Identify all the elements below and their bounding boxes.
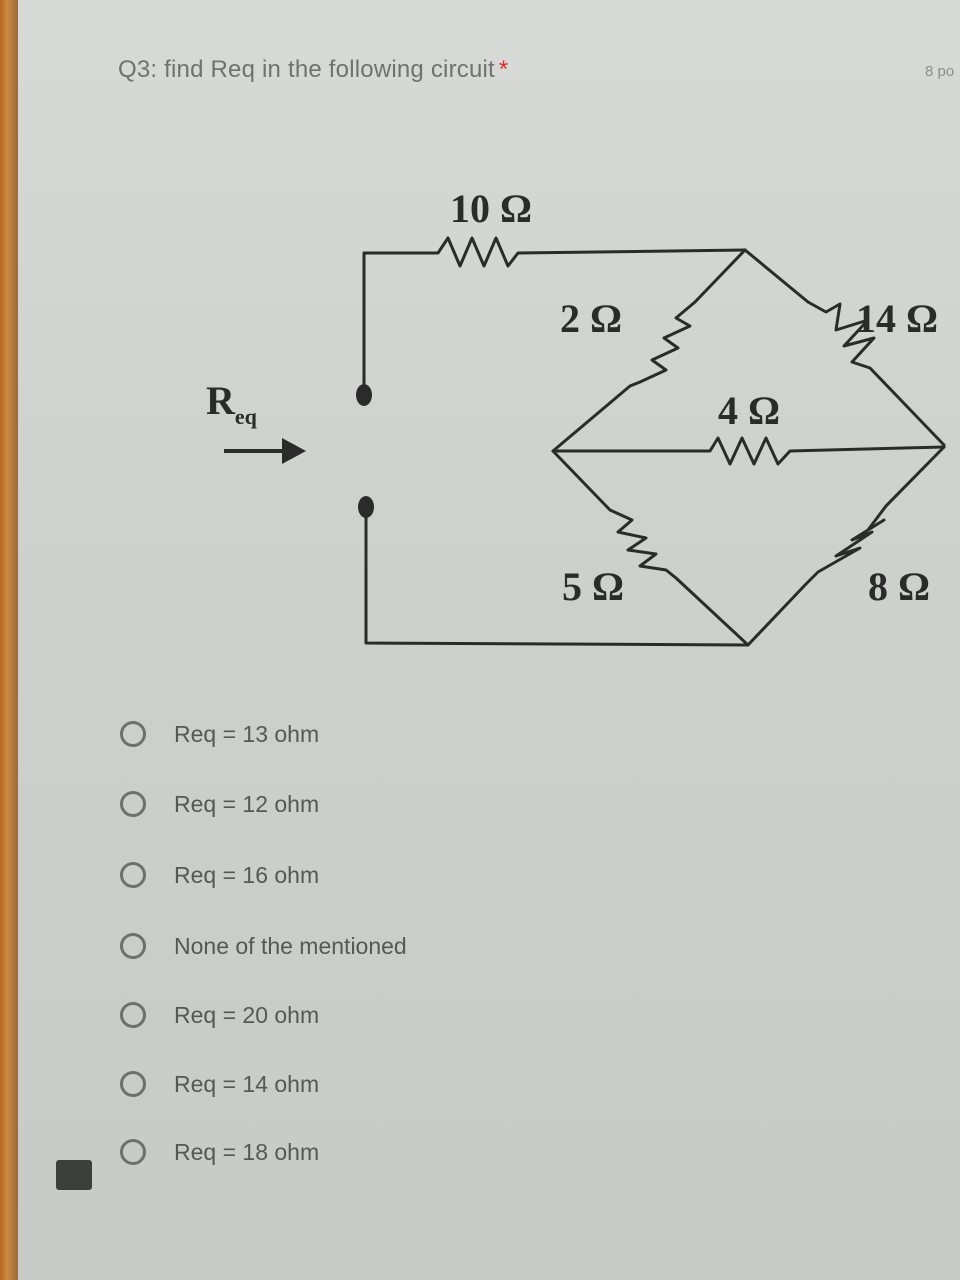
side-tab [56,1160,92,1190]
label-5-ohm: 5 Ω [562,564,624,609]
circuit-diagram: Req 10 Ω 2 Ω 14 Ω 4 Ω 5 Ω 8 Ω [206,186,946,647]
radio-button[interactable] [120,791,146,817]
radio-button[interactable] [120,862,146,888]
option-14-ohm[interactable]: Req = 14 ohm [120,1064,319,1104]
radio-button[interactable] [120,1071,146,1097]
label-10-ohm: 10 Ω [450,186,532,231]
branch-14-ohm [743,248,946,447]
label-8-ohm: 8 Ω [868,564,930,609]
points-label: 8 po [925,63,955,80]
radio-button[interactable] [120,933,146,959]
req-arrow-icon [224,438,306,464]
option-label: Req = 12 ohm [174,790,320,817]
option-label: Req = 20 ohm [174,1001,320,1028]
radio-button[interactable] [120,1002,146,1028]
question-title: Q3: find Req in the following circuit* [118,56,508,84]
option-label: Req = 18 ohm [174,1138,320,1165]
option-12-ohm[interactable]: Req = 12 ohm [120,784,319,824]
branch-5-ohm [551,449,750,647]
radio-button[interactable] [120,721,146,747]
radio-button[interactable] [120,1139,146,1165]
option-none[interactable]: None of the mentioned [120,926,407,966]
branch-2-ohm [551,248,747,453]
option-label: Req = 13 ohm [174,720,320,747]
option-16-ohm[interactable]: Req = 16 ohm [120,855,319,895]
wire-top [362,236,747,394]
option-20-ohm[interactable]: Req = 20 ohm [120,995,319,1035]
req-subscript: eq [235,404,258,429]
device-edge [0,0,18,1280]
label-4-ohm: 4 Ω [718,388,780,433]
label-2-ohm: 2 Ω [560,296,622,341]
terminal-top [356,384,372,406]
branch-8-ohm [746,445,946,647]
req-label: Req [206,378,258,429]
option-18-ohm[interactable]: Req = 18 ohm [120,1132,319,1172]
option-13-ohm[interactable]: Req = 13 ohm [120,714,319,754]
branch-4-ohm [551,436,946,466]
question-text: Q3: find Req in the following circuit [118,56,495,83]
option-label: Req = 16 ohm [174,861,320,888]
form-screen [18,0,960,1280]
terminal-bottom [358,496,374,518]
label-14-ohm: 14 Ω [856,296,938,341]
option-label: None of the mentioned [174,932,407,959]
option-label: Req = 14 ohm [174,1070,320,1097]
required-asterisk: * [498,56,509,83]
wire-bottom [364,504,750,647]
